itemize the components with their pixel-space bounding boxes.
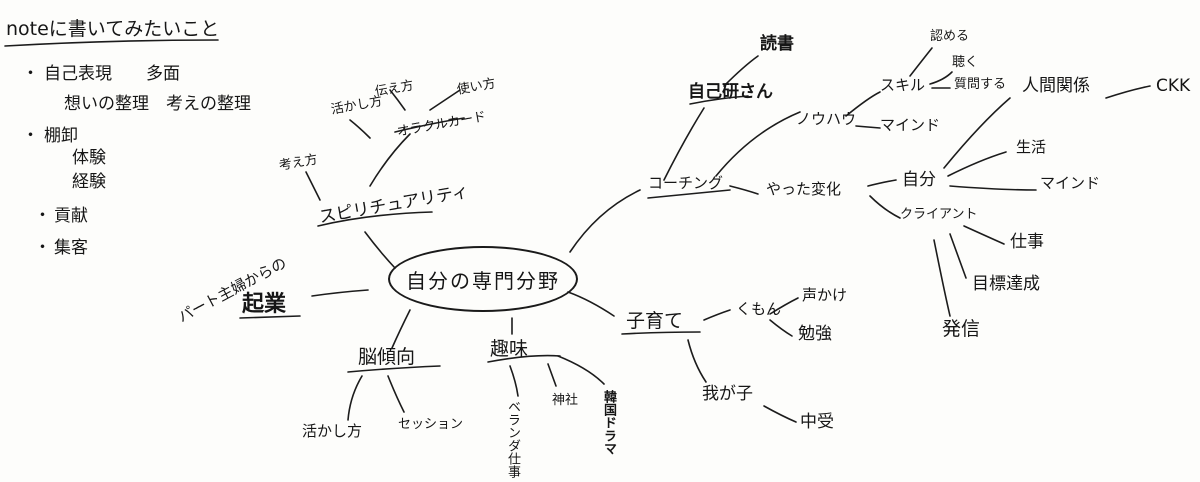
node-mind: マインド	[880, 116, 941, 134]
line-center-coaching	[569, 189, 641, 253]
node-change: やった変化	[766, 180, 842, 198]
notes-item-6: 貢献	[54, 206, 88, 226]
line-hobby-jinja	[547, 363, 557, 387]
node-mitomeru: 認める	[930, 29, 970, 44]
node-mokuhyo: 目標達成	[972, 274, 1040, 294]
line-oracle-tsukaikata	[429, 89, 461, 111]
node-hobby-jinja: 神社	[552, 393, 579, 408]
line-self-seikatsu	[947, 151, 1007, 177]
node-shitsumon: 質問する	[954, 77, 1007, 92]
line-self-mind	[949, 185, 1037, 191]
notes-item-3: 棚卸	[44, 126, 78, 146]
underline-kosodate	[621, 331, 701, 335]
notes-bullet-6: ・	[34, 206, 51, 226]
node-knowhow: ノウハウ	[796, 110, 857, 128]
node-self: 自分	[902, 170, 936, 190]
line-hobby-veranda	[509, 365, 519, 397]
line-oracle-katsukashi	[349, 119, 371, 139]
line-center-kigyou	[311, 289, 369, 297]
node-hobby-kankoku: 韓国ドラマ	[601, 390, 616, 455]
node-hobby-veranda: ベランダ仕事	[505, 400, 520, 478]
node-skill: スキル	[880, 76, 926, 94]
node-kigyou: 起業	[242, 292, 287, 317]
node-jinkan: 人間関係	[1022, 76, 1090, 96]
center-node: 自分の専門分野	[388, 246, 578, 312]
node-benkyo: 勉強	[798, 324, 832, 344]
node-kumon: くもん	[736, 300, 782, 318]
line-center-kosodate	[567, 291, 615, 317]
node-wagako: 我が子	[702, 384, 753, 404]
line-spirituality-oracle	[369, 133, 411, 187]
node-reading: 読書	[760, 34, 794, 54]
underline-hobby	[487, 354, 561, 363]
title-underline	[4, 39, 219, 47]
underline-coaching	[647, 189, 731, 199]
notes-bullet-7: ・	[34, 238, 51, 258]
node-hobby: 趣味	[490, 338, 529, 360]
line-jinkan-ckk	[1105, 85, 1151, 99]
underline-selfstudy	[689, 95, 749, 105]
node-brain-session: セッション	[398, 417, 464, 432]
line-brain-session	[387, 375, 405, 413]
line-wagako-chugaku	[763, 405, 797, 423]
line-self-jinkan	[943, 97, 1011, 169]
node-kosodate: 子育て	[626, 310, 684, 332]
node-hasshin: 発信	[942, 318, 981, 340]
node-chugaku: 中受	[800, 412, 834, 432]
line-center-spirituality	[364, 231, 396, 269]
line-change-client	[869, 195, 901, 219]
line-center-brain	[391, 309, 411, 349]
notes-bullet-3: ・	[22, 126, 39, 146]
notes-item-2: 想いの整理 考えの整理	[64, 94, 251, 114]
underline-kigyou	[239, 315, 301, 319]
node-client: クライアント	[900, 207, 978, 222]
line-skill-kiku	[929, 71, 953, 85]
line-kosodate-wagako	[687, 339, 707, 383]
line-kumon-benkyo	[769, 319, 793, 337]
line-client-shigoto	[963, 225, 1005, 245]
node-coaching: コーチング	[648, 174, 724, 192]
notes-item-1: 自己表現 多面	[44, 64, 180, 84]
line-oracle-tsutaekata	[389, 89, 406, 111]
line-knowhow-mind	[855, 125, 881, 129]
line-client-mokuhyo	[949, 233, 967, 279]
line-coaching-change	[729, 185, 759, 195]
line-change-self	[867, 179, 897, 187]
notes-item-7: 集客	[54, 238, 88, 258]
line-coaching-selfstudy	[663, 107, 705, 181]
node-brain: 脳傾向	[358, 346, 416, 368]
line-coaching-knowhow	[715, 111, 801, 177]
line-skill-mitomeru	[909, 47, 933, 77]
notes-item-4: 体験	[72, 148, 106, 168]
node-koekake: 声かけ	[802, 286, 848, 304]
line-kumon-koekake	[769, 297, 799, 315]
notes-title: noteに書いてみたいこと	[6, 18, 220, 40]
line-spirituality-thinking	[305, 171, 321, 201]
node-self-mind: マインド	[1040, 174, 1101, 192]
line-brain-katsukashi	[347, 375, 363, 421]
node-ckk: CKK	[1156, 76, 1191, 96]
underline-oracle	[394, 117, 465, 133]
node-shigoto: 仕事	[1010, 232, 1044, 252]
line-client-hasshin	[933, 239, 951, 317]
node-kiku: 聴く	[952, 55, 979, 70]
notes-item-5: 経験	[72, 172, 106, 192]
line-selfstudy-reading	[723, 55, 759, 87]
line-kosodate-kumon	[703, 309, 731, 321]
underline-brain	[347, 365, 441, 373]
underline-spirituality	[317, 211, 433, 227]
line-knowhow-skill	[845, 91, 881, 117]
node-brain-katsukashi: 活かし方	[302, 422, 363, 440]
node-seikatsu: 生活	[1016, 138, 1047, 156]
notes-bullet-1: ・	[22, 64, 39, 84]
line-hobby-kankoku	[557, 355, 605, 385]
node-selfstudy: 自己研さん	[688, 82, 773, 102]
